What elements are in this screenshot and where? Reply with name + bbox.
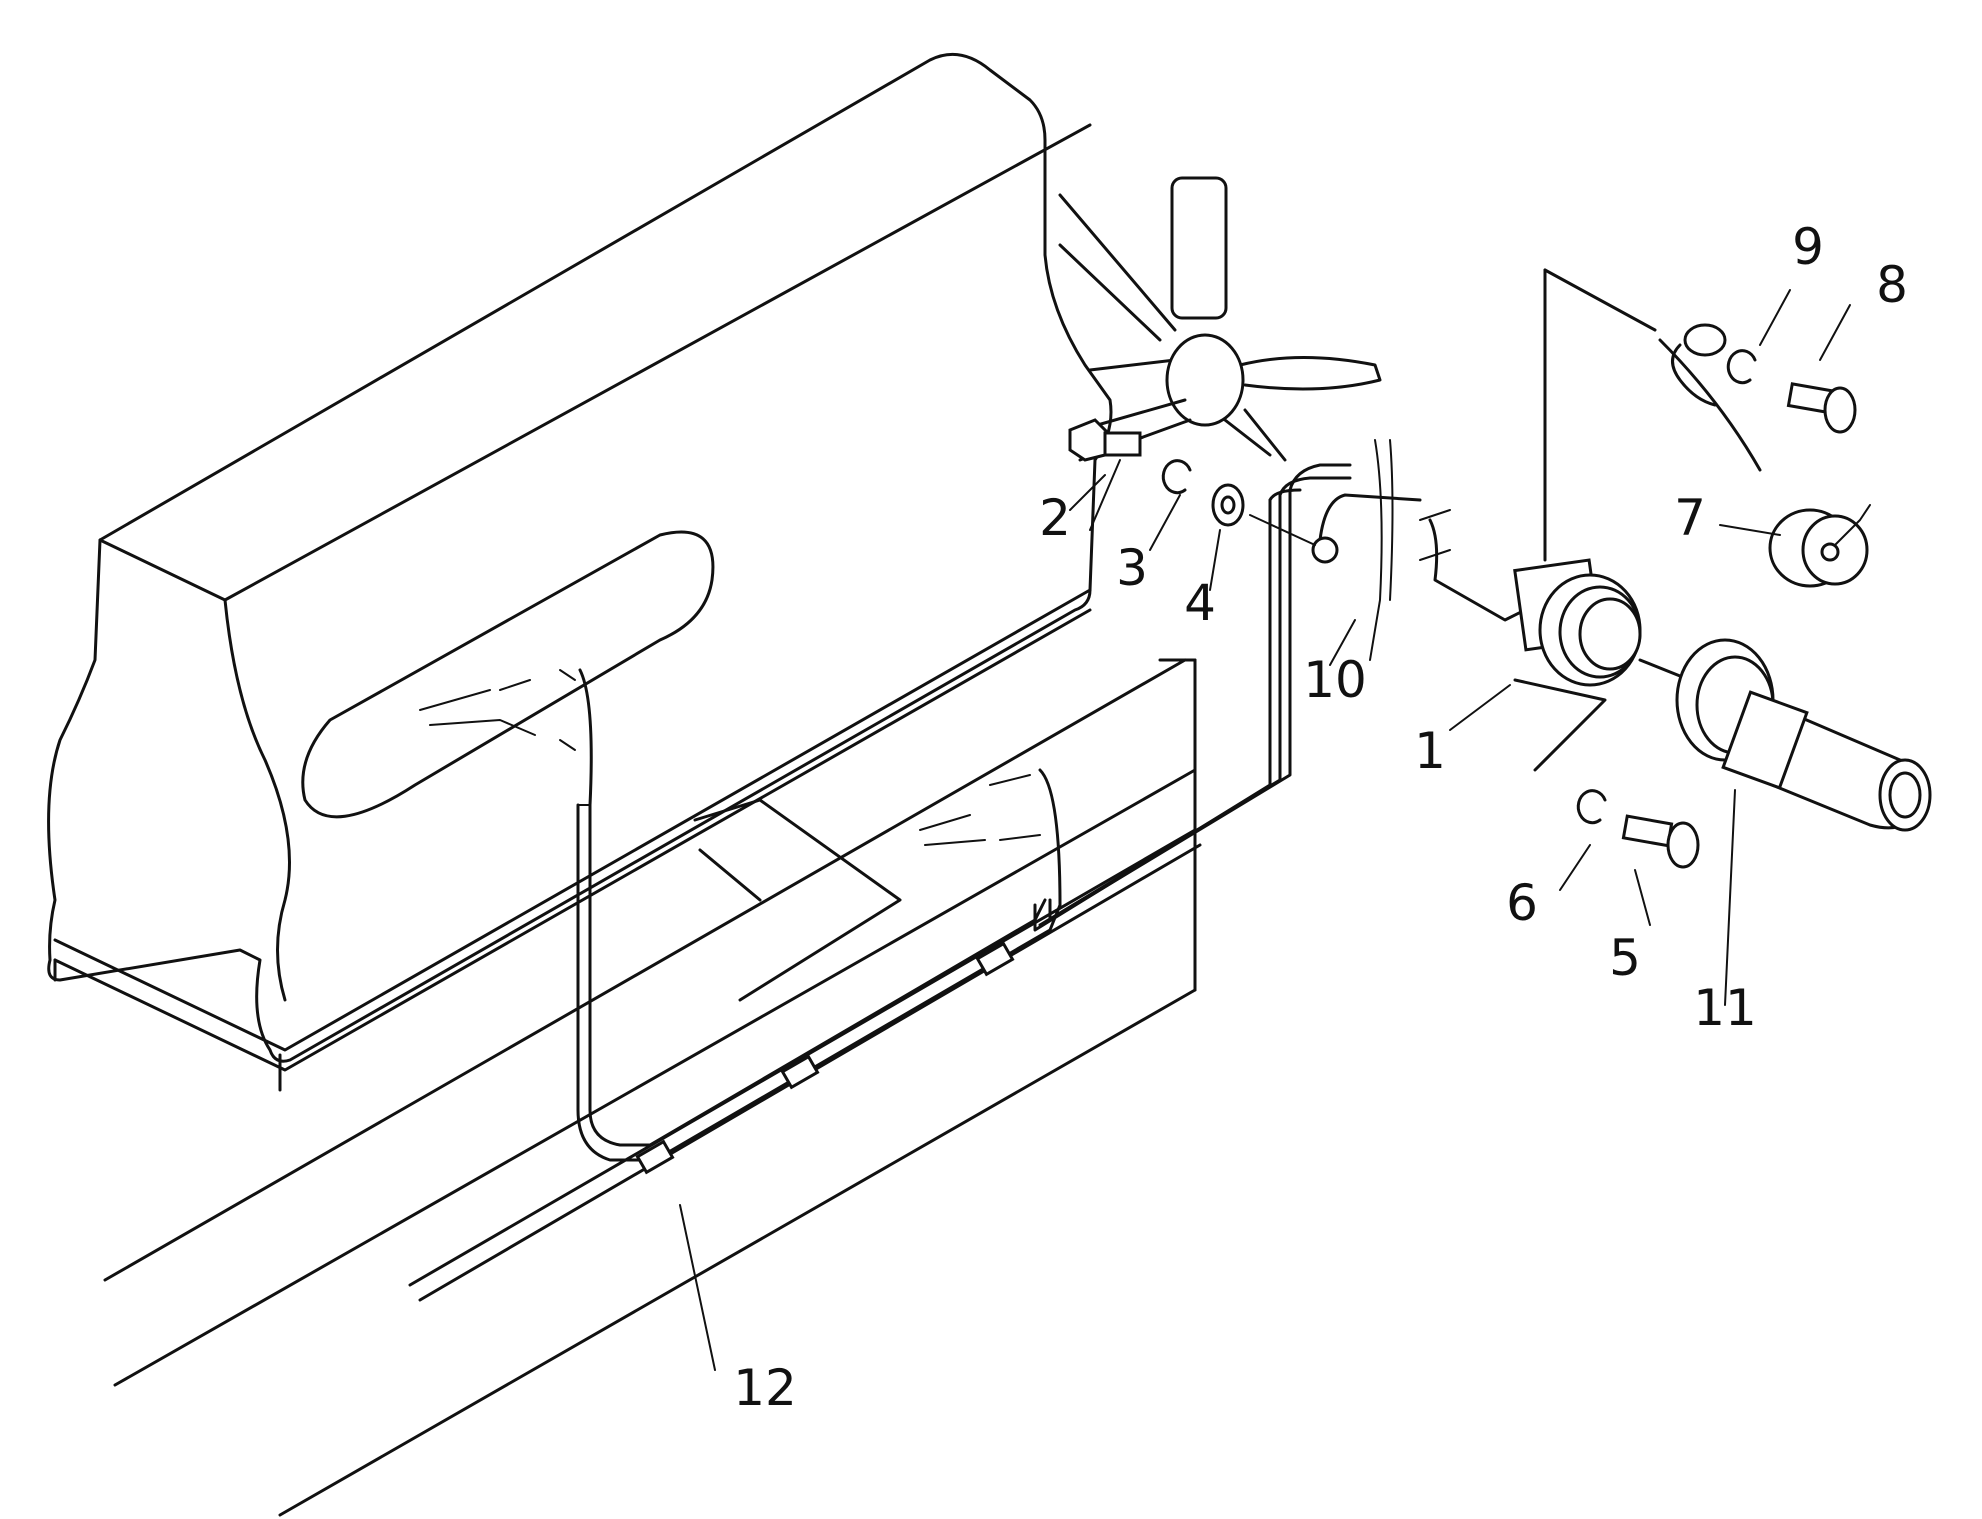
callout-1: 1 <box>1414 722 1446 780</box>
callout-7: 7 <box>1674 489 1706 547</box>
callout-labels: 1 2 3 4 5 6 7 8 9 10 11 12 <box>733 218 1908 1417</box>
callout-6: 6 <box>1506 874 1538 932</box>
callout-5: 5 <box>1609 929 1641 987</box>
callout-9: 9 <box>1792 218 1824 276</box>
callout-11: 11 <box>1693 979 1757 1037</box>
leader-lines <box>679 289 1851 1371</box>
callout-3: 3 <box>1116 539 1148 597</box>
part-6-lock-washer <box>1576 789 1607 825</box>
part-11-plug <box>1638 638 1932 832</box>
part-4-washer <box>1211 483 1245 527</box>
part-5-screw <box>1621 814 1700 869</box>
callout-2: 2 <box>1039 489 1071 547</box>
callout-8: 8 <box>1876 256 1908 314</box>
part-9-lock-washer <box>1726 349 1757 385</box>
callout-4: 4 <box>1184 574 1216 632</box>
wiring-harness <box>419 463 1352 1175</box>
callout-10: 10 <box>1303 651 1367 709</box>
part-ring-terminal <box>1671 323 1727 407</box>
engine-block <box>47 52 1202 1517</box>
part-1-connector-receptacle <box>1419 268 1657 772</box>
part-7-dust-cap <box>1658 338 1871 588</box>
part-2-bolt <box>1068 418 1142 462</box>
part-10-wire-terminal <box>1249 439 1422 661</box>
part-8-screw <box>1786 382 1857 434</box>
part-3-lock-washer <box>1161 459 1192 495</box>
callout-12: 12 <box>733 1359 797 1417</box>
